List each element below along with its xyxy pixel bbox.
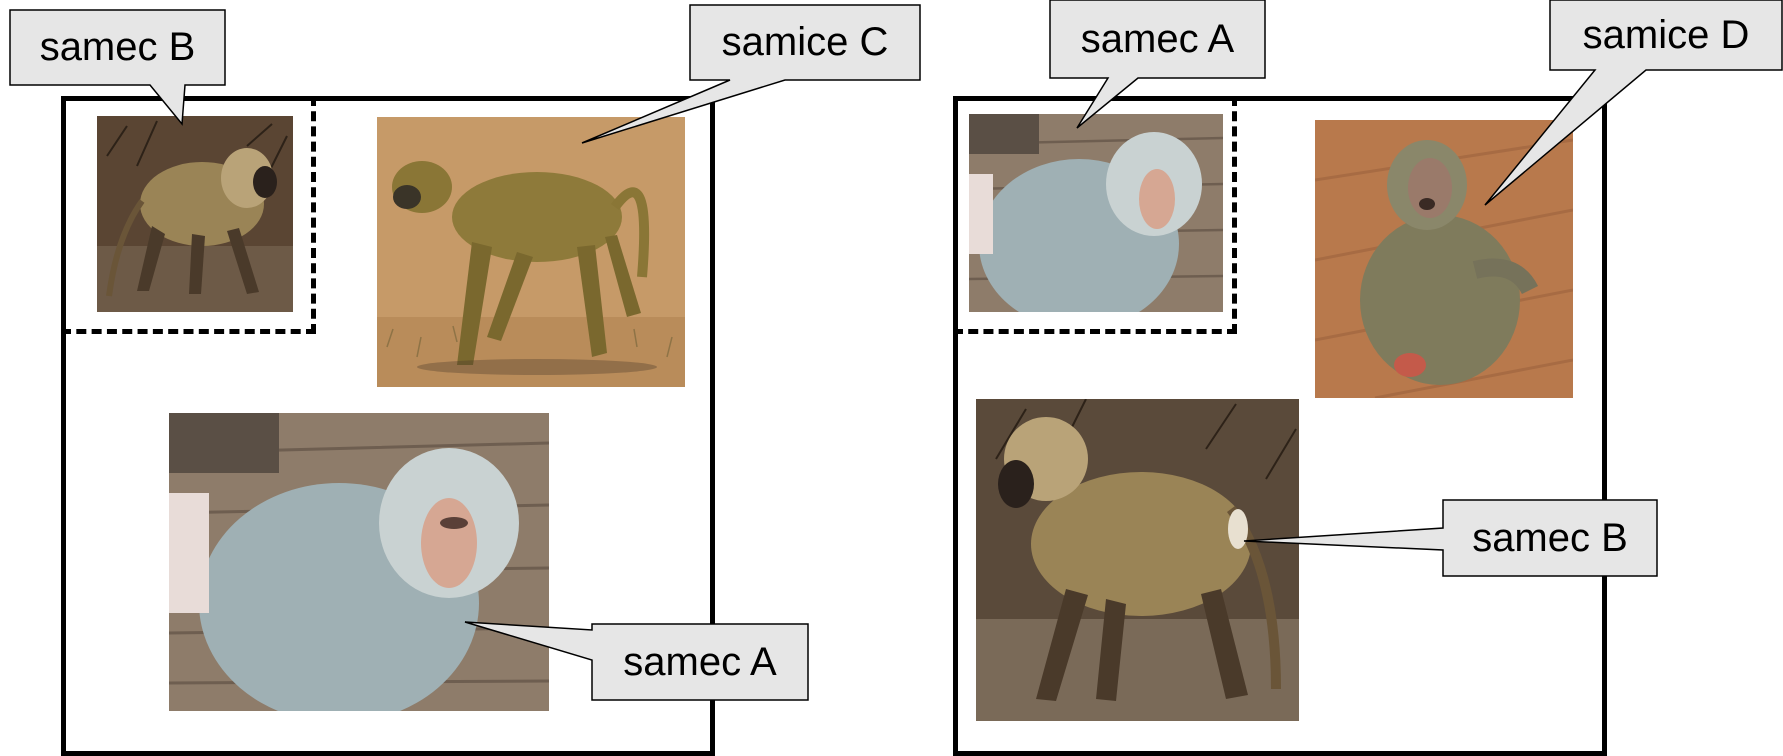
- callout-label-right-samice-d: samice D: [1582, 12, 1750, 57]
- left-photo-samec-b: [97, 116, 293, 312]
- left-photo-samice-c: [377, 117, 685, 387]
- right-photo-samec-a: [969, 114, 1223, 312]
- callout-label-left-samec-a: samec A: [623, 639, 777, 684]
- right-photo-samec-b: [976, 399, 1299, 721]
- callout-label-right-samec-b: samec B: [1472, 515, 1628, 560]
- callout-label-right-samec-a: samec A: [1080, 16, 1235, 61]
- callout-label-left-samec-b: samec B: [39, 25, 196, 69]
- right-dashed-group: [953, 96, 1237, 334]
- callout-label-left-samice-c: samice C: [721, 20, 889, 64]
- left-photo-samec-a: [169, 413, 549, 711]
- right-photo-samice-d: [1315, 120, 1573, 398]
- left-dashed-group: [61, 96, 316, 334]
